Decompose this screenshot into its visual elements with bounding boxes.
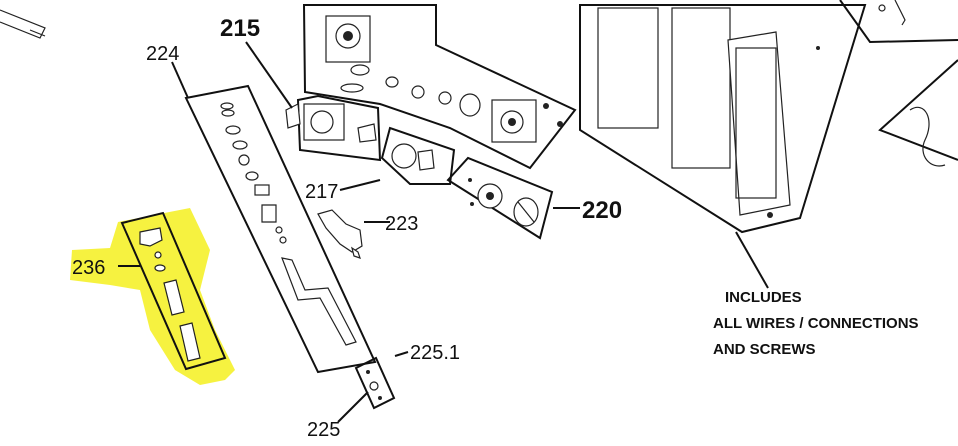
hose-fragment <box>839 0 958 167</box>
assembly-217 <box>285 94 456 185</box>
assembly-224 <box>184 84 377 374</box>
part-225 <box>354 356 396 410</box>
note-line-2: ALL WIRES / CONNECTIONS <box>713 315 919 332</box>
callout-236: 236 <box>72 257 105 279</box>
part-223 <box>317 209 363 259</box>
assembly-215 <box>302 4 577 170</box>
callout-224: 224 <box>146 43 179 65</box>
control-box-assembly <box>579 0 906 234</box>
callout-223: 223 <box>385 213 418 235</box>
corner-fragment <box>0 9 46 39</box>
callout-225: 225 <box>307 419 340 441</box>
strip-parts <box>220 102 357 346</box>
note-line-3: AND SCREWS <box>713 341 816 358</box>
callout-215: 215 <box>220 15 260 42</box>
callout-220: 220 <box>582 197 622 224</box>
callout-225-1: 225.1 <box>410 342 460 364</box>
callout-217: 217 <box>305 181 338 203</box>
note-line-1: INCLUDES <box>725 289 802 306</box>
leader-lines <box>118 41 769 423</box>
assembly-236 <box>120 211 227 371</box>
assembly-220 <box>446 156 554 240</box>
